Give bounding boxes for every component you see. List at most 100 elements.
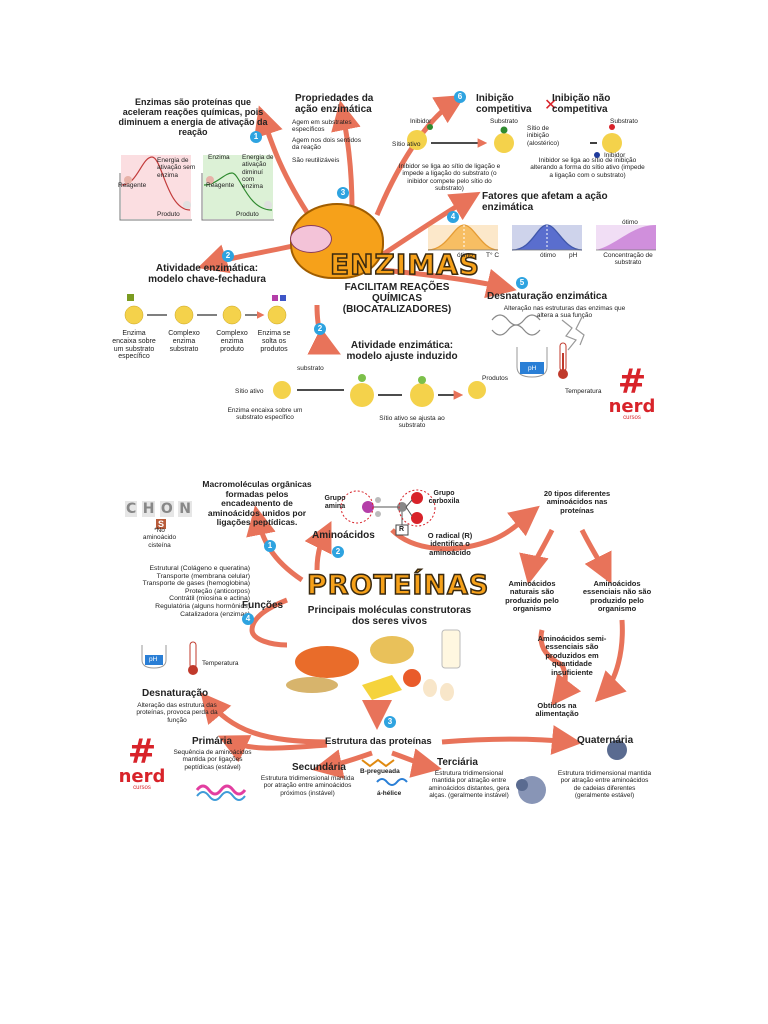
logo-hash: # [617, 362, 647, 402]
graph-b-energy-label: Energia de ativação diminuí com enzima [242, 154, 274, 191]
sitio-inibicao-label: Sítio de inibição (alostérico) [527, 125, 560, 147]
terciaria-text: Estrutura tridimensional mantida por atr… [428, 770, 510, 799]
fatores-graph-2-axis: pH [569, 252, 578, 259]
propriedades-item-1: Agem em substrates específicos [292, 119, 352, 134]
ajuste-substrato-label: substrato [297, 365, 324, 372]
funcao-item-5: Contrátil (miosina e actina) [169, 595, 250, 603]
chave-step-1: Enzima encaixa sobre um substrato especí… [112, 330, 156, 361]
chon-s: S [156, 519, 167, 530]
grupo-carboxila-label: Grupo carboxila [428, 490, 460, 505]
funcoes-list: Estrutural (Colágeno e queratina) Transp… [112, 565, 250, 618]
secundaria-text: Estrutura tridimensional mantida por atr… [260, 775, 355, 797]
quaternaria-title: Quaternária [577, 735, 634, 746]
chave-step-4: Enzima se solta os produtos [257, 330, 291, 353]
chon-h: H [141, 501, 156, 517]
funcao-item-2: Transporte (membrana celular) [156, 572, 250, 580]
enzimas-panel: ✕ ENZIMAS FACILITAM REAÇÕES QUÍMICAS (BI… [112, 85, 660, 430]
proteinas-panel: C H O N S *No aminoácido cisteína Macrom… [112, 470, 660, 815]
chon-o: O [159, 501, 174, 517]
prot-badge-4: 4 [242, 613, 254, 625]
ajuste-induzido-title: Atividade enzimática: modelo ajuste indu… [346, 340, 458, 363]
substrato-label: Substrato [490, 118, 518, 125]
alimentacao-text: Obtidos na alimentação [535, 701, 579, 719]
funcao-item-3: Transporte de gases (hemoglobina) [142, 580, 250, 588]
badge-4: 4 [447, 211, 459, 223]
chon-note: *No aminoácido cisteína [142, 527, 177, 549]
chave-fechadura-title: Atividade enzimática: modelo chave-fecha… [148, 263, 266, 286]
badge-6: 6 [454, 91, 466, 103]
badge-2: 2 [222, 250, 234, 262]
aminoacidos-title: Aminoácidos [312, 530, 375, 541]
inibidor-label-2: Inibidor [604, 152, 626, 159]
badge-5: 5 [516, 277, 528, 289]
proteinas-arrows [141, 489, 627, 804]
r-label: R [399, 526, 405, 533]
estrutura-title: Estrutura das proteínas [325, 736, 432, 747]
prot-temp-label: Temperatura [202, 660, 239, 667]
desnaturacao-text: Alteração das estrutura das proteínas, p… [136, 702, 218, 724]
fatores-graph-3-peak: ótimo [622, 219, 638, 226]
macro-text: Macromoléculas orgânicas formadas pelos … [202, 479, 312, 528]
logo-cursos-2: cursos [133, 785, 151, 791]
logo-cursos: cursos [623, 415, 641, 421]
primaria-title: Primária [192, 736, 233, 747]
substrato-label-2: Substrato [610, 118, 638, 125]
b-pregueada-label: B-pregueada [360, 768, 400, 775]
desnaturacao-temp-label: Temperatura [565, 388, 602, 395]
radical-text: O radical (R) identifica o aminoácido [427, 531, 473, 557]
fatores-graph-2-peak: ótimo [540, 252, 556, 259]
prot-ph-label: pH [149, 656, 158, 663]
terciaria-title: Terciária [437, 757, 478, 768]
funcao-item-6: Regulatória (alguns hormônios) [155, 603, 250, 611]
prot-badge-1: 1 [264, 540, 276, 552]
grupo-amina-label: Grupo amina [324, 495, 346, 510]
enzyme-definition: Enzimas são proteínas que aceleram reaçõ… [118, 97, 268, 138]
graph-b-product-label: Produto [236, 211, 259, 218]
prot-badge-3: 3 [384, 716, 396, 728]
inibicao-competitiva-text: Inibidor se liga ao sítio de ligação e i… [398, 163, 501, 192]
chave-step-3: Complexo enzima produto [216, 330, 248, 353]
primaria-text: Sequência de aminoácidos mantida por lig… [173, 749, 252, 771]
propriedades-title: Propriedades da ação enzimática [295, 93, 374, 116]
ajuste-caption-1: Enzima encaixa sobre um substrato especí… [227, 407, 303, 422]
fatores-graph-3-axis: Concentração de substrato [603, 252, 653, 267]
enzimas-title: ENZIMAS [329, 247, 480, 282]
semi-text: Aminoácidos semi-essenciais são produzid… [537, 634, 607, 677]
enzimas-subtitle: FACILITAM REAÇÕES QUÍMICAS (BIOCATALIZAD… [342, 282, 452, 316]
svg-text:✕: ✕ [544, 95, 557, 114]
quaternaria-text: Estrutura tridimensional mantida por atr… [557, 770, 652, 799]
ajuste-produtos-label: Produtos [482, 375, 509, 382]
ajuste-sitio-label: Sítio ativo [235, 388, 264, 395]
graph-a-energy-label: Energia de ativação sem enzima [157, 157, 196, 179]
chon-block: C H O N [125, 500, 192, 518]
graph-a-reagent-label: Reagente [118, 182, 147, 189]
nerd-logo-top: # nerd cursos [607, 365, 657, 422]
inibicao-nao-competitiva-title: Inibição não competitiva [552, 93, 611, 116]
desnaturacao-ph-label: pH [528, 365, 537, 372]
naturais-text: Aminoácidos naturais são produzido pelo … [505, 579, 559, 614]
chave-step-2: Complexo enzima substrato [168, 330, 200, 353]
enzimas-arrows: ✕ [119, 94, 656, 407]
inibicao-competitiva-title: Inibição competitiva [476, 93, 532, 116]
secundaria-title: Secundária [292, 762, 346, 773]
desnaturacao-title: Desnaturação [142, 688, 209, 699]
propriedades-item-3: São reutilizáveis [292, 157, 340, 164]
proteinas-subtitle: Principais moléculas construtoras dos se… [307, 605, 472, 628]
chon-c: C [125, 501, 138, 517]
funcoes-title: Funções [242, 600, 284, 611]
propriedades-item-2: Agem nos dois sentidos da reação [292, 137, 362, 152]
nerd-logo-bottom: # nerd cursos [117, 735, 167, 792]
fatores-graph-1-axis: T° C [486, 252, 500, 259]
proteinas-title: PROTEÍNAS [306, 569, 490, 602]
sitio-ativo-label: Sítio ativo [392, 141, 421, 148]
chon-n: N [178, 501, 192, 517]
desnaturacao-enzimatica-text: Alteração nas estruturas das enzimas que… [503, 305, 626, 320]
tipos-text: 20 tipos diferentes aminoácidos nas prot… [543, 489, 611, 515]
enzyme-mascot-mouth [290, 225, 332, 253]
essenciais-text: Aminoácidos essenciais não são produzido… [582, 579, 652, 614]
funcao-item-1: Estrutural (Colágeno e queratina) [149, 565, 251, 572]
graph-b-enzyme-label: Enzima [208, 154, 230, 161]
badge-2b: 2 [314, 323, 326, 335]
badge-1: 1 [250, 131, 262, 143]
desnaturacao-enzimatica-title: Desnaturação enzimática [487, 291, 608, 302]
